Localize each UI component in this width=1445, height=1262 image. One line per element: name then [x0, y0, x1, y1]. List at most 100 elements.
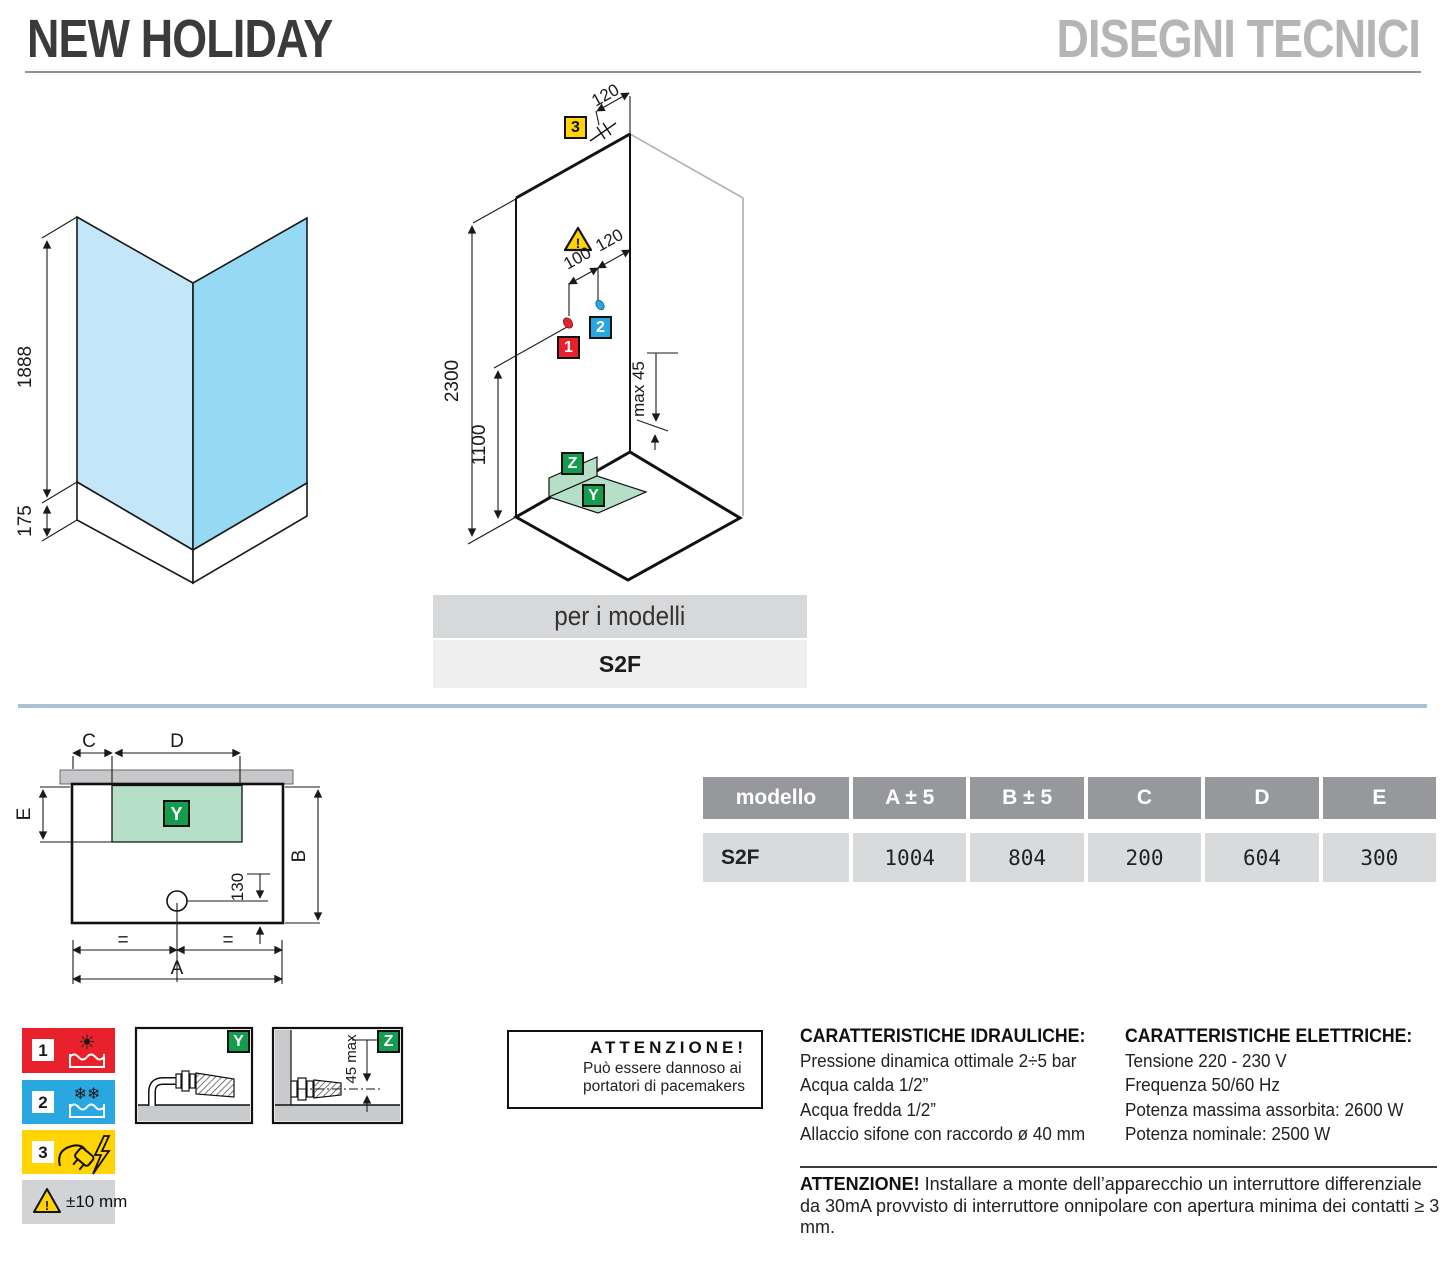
detail-y-drawing	[134, 1026, 254, 1125]
hydraulic-title: CARATTERISTICHE IDRAULICHE:	[800, 1026, 1086, 1047]
warning-mark: !	[576, 235, 581, 251]
plan-dim-lines	[38, 748, 323, 984]
power-plug-lightning-icon	[58, 1135, 111, 1175]
glass-panels-dimensions	[41, 216, 78, 542]
power-connector-icon	[589, 122, 617, 142]
cabin-dim-lines	[467, 92, 678, 545]
cell-model: S2F	[703, 833, 849, 882]
plan-equal-left: =	[117, 930, 128, 951]
detail-z-badge: Z	[377, 1030, 400, 1053]
note-body: Installare a monte dell’apparecchio un i…	[800, 1174, 1440, 1238]
electric-list: Tensione 220 - 230 V Frequenza 50/60 Hz …	[1125, 1049, 1418, 1146]
spec-table: modello A ± 5 B ± 5 C D E S2F 1004 804 2…	[703, 777, 1437, 882]
marker-3-label: 3	[571, 118, 580, 136]
cabin-back-edges	[629, 133, 744, 516]
zone-y-label: Y	[588, 486, 599, 504]
glass-panels-isometric	[76, 215, 308, 585]
hot-water-sun-icon: ☀	[69, 1032, 105, 1068]
hydraulic-item: Acqua calda 1/2”	[800, 1075, 929, 1096]
dim-cabin-height: 2300	[442, 360, 463, 402]
model-name-bar: S2F	[433, 640, 807, 688]
plan-zone-y-badge: Y	[163, 800, 190, 827]
plan-view	[59, 769, 294, 925]
hydraulic-item: Pressione dinamica ottimale 2÷5 bar	[800, 1051, 1077, 1071]
section-divider	[18, 704, 1427, 708]
plan-equal-right: =	[222, 930, 233, 951]
snowflakes-glyph: ❄❄	[74, 1086, 101, 1103]
detail-y-label: Y	[233, 1032, 244, 1050]
legend-number-1: 1	[38, 1041, 47, 1060]
dim-connector-offset: 120	[588, 80, 622, 110]
detail-z-dim: 45 max	[343, 1034, 360, 1084]
electric-item: Potenza massima assorbita: 2600 W	[1125, 1099, 1404, 1120]
legend-number-2: 2	[38, 1093, 47, 1112]
hydraulic-item: Acqua fredda 1/2”	[800, 1099, 936, 1120]
hydraulic-list: Pressione dinamica ottimale 2÷5 bar Acqu…	[800, 1049, 1100, 1146]
dim-max-depth: max 45	[629, 361, 648, 417]
plan-label-d: D	[170, 731, 184, 752]
hydraulic-item: Allaccio sifone con raccordo ø 40 mm	[800, 1123, 1086, 1144]
plan-label-a: A	[171, 958, 184, 979]
pacemaker-warning-title: ATTENZIONE!	[590, 1038, 748, 1057]
pacemaker-warning-line1: Può essere dannoso ai	[583, 1060, 742, 1077]
cold-water-snowflakes-icon: ❄❄	[69, 1086, 105, 1118]
electric-title: CARATTERISTICHE ELETTRICHE:	[1125, 1026, 1413, 1047]
warning-mark: !	[45, 1198, 49, 1213]
col-header-e: E	[1322, 777, 1437, 819]
spec-table-row-s2f: S2F 1004 804 200 604 300	[703, 833, 1437, 882]
cold-water-point	[595, 299, 605, 311]
tolerance-warning-triangle-icon: !	[33, 1188, 61, 1213]
plan-label-b: B	[289, 850, 310, 863]
cell-e: 300	[1322, 833, 1437, 882]
cabin-warning-triangle-icon: !	[563, 226, 593, 252]
dim-outlet-height: 1100	[469, 425, 490, 466]
spec-table-header-row: modello A ± 5 B ± 5 C D E	[703, 777, 1437, 819]
col-header-a: A ± 5	[853, 777, 967, 819]
legend-number-3: 3	[38, 1143, 47, 1162]
plan-label-c: C	[82, 731, 96, 752]
cell-b: 804	[970, 833, 1084, 882]
cell-c: 200	[1087, 833, 1202, 882]
marker-2-label: 2	[596, 318, 605, 336]
electric-item: Tensione 220 - 230 V	[1125, 1051, 1287, 1071]
marker-1-hot-badge: 1	[557, 336, 580, 359]
note-divider	[800, 1166, 1437, 1168]
note-title: ATTENZIONE!	[800, 1174, 920, 1194]
zone-z-badge: Z	[561, 452, 584, 475]
col-header-d: D	[1205, 777, 1319, 819]
sun-glyph: ☀	[78, 1032, 96, 1054]
model-name: S2F	[598, 650, 642, 677]
plan-zone-y-label: Y	[170, 803, 183, 824]
installation-note: ATTENZIONE! Installare a monte dell’appa…	[800, 1174, 1445, 1239]
pacemaker-warning-box	[507, 1030, 763, 1109]
cell-a: 1004	[853, 833, 967, 882]
electric-item: Frequenza 50/60 Hz	[1125, 1075, 1280, 1096]
page-title: NEW HOLIDAY	[27, 9, 333, 69]
col-header-c: C	[1087, 777, 1202, 819]
electric-item: Potenza nominale: 2500 W	[1125, 1123, 1331, 1144]
page-subtitle: DISEGNI TECNICI	[1056, 9, 1420, 69]
plan-label-e: E	[14, 808, 35, 821]
dim-panel-height: 1888	[15, 346, 36, 388]
legend-bars	[22, 1028, 115, 1224]
cabin-wall	[515, 132, 631, 517]
zone-y-badge: Y	[582, 484, 605, 507]
models-caption-bar: per i modelli	[433, 595, 807, 638]
marker-1-label: 1	[564, 338, 573, 356]
marker-3-power-badge: 3	[564, 116, 587, 139]
col-header-modello: modello	[703, 777, 849, 819]
plan-dim-drain: 130	[228, 873, 247, 901]
header-divider	[25, 71, 1421, 73]
tolerance-label: ±10 mm	[66, 1192, 128, 1211]
detail-z-label: Z	[383, 1032, 394, 1050]
dim-panel-base: 175	[15, 505, 36, 537]
zone-z-label: Z	[567, 454, 578, 472]
marker-2-cold-badge: 2	[589, 316, 612, 339]
hot-water-point	[563, 317, 573, 329]
col-header-b: B ± 5	[970, 777, 1084, 819]
cell-d: 604	[1205, 833, 1319, 882]
pacemaker-warning-line2: portatori di pacemakers	[583, 1078, 745, 1095]
detail-y-badge: Y	[227, 1030, 250, 1053]
